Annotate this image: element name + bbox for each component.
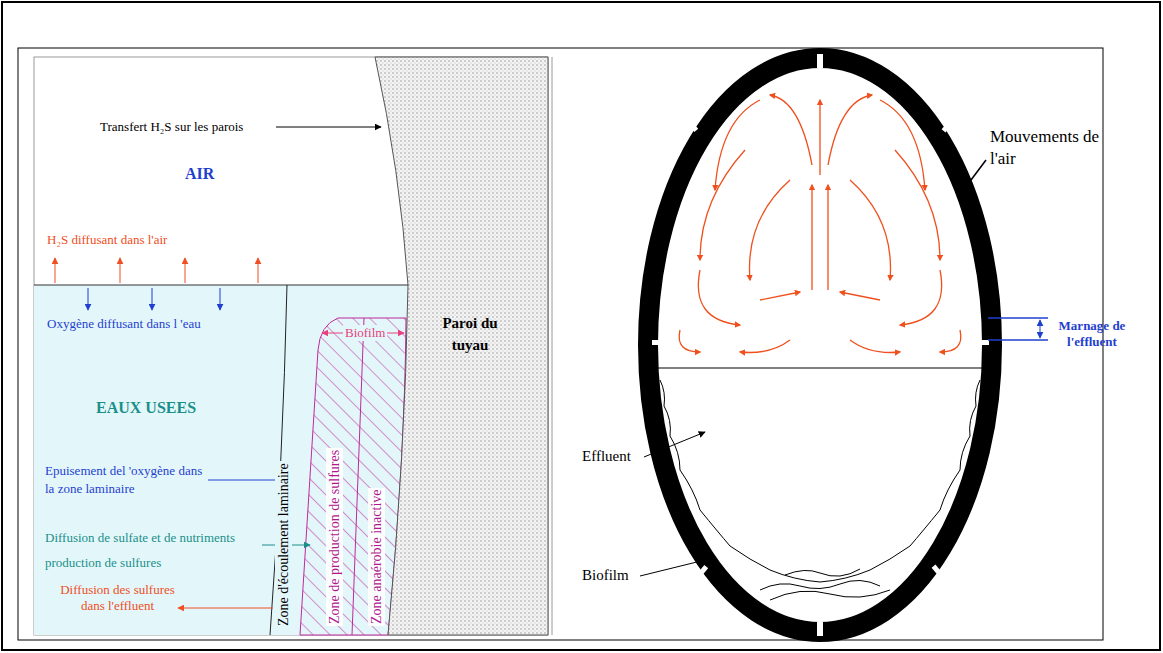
air-zone-label: AIR xyxy=(185,164,214,183)
wastewater-zone-label: EAUX USEES xyxy=(96,398,196,417)
h2s-diffusion-label: H₂S diffusant dans l'air xyxy=(45,232,169,248)
oxygen-depletion-label: Epuisement del 'oxygène dans la zone lam… xyxy=(45,462,205,498)
sulfide-diffusion-label: Diffusion des sulfures dans l'effluent xyxy=(50,582,185,614)
biofilm-label: Biofilm xyxy=(582,566,629,584)
biofilm-label: Biofilm xyxy=(343,325,387,341)
sulfate-diffusion-label: Diffusion de sulfate et de nutriments pr… xyxy=(45,525,250,575)
production-zone-label: Zone de production de sulfures xyxy=(326,448,343,626)
anaerobic-zone-label: Zone anaérobie inactive xyxy=(368,488,385,626)
laminar-zone-label: Zone d'écoulement laminaire xyxy=(275,461,292,628)
air-movement-label: Mouvements de l'air xyxy=(990,126,1102,170)
pipe-wall-label: Paroi du tuyau xyxy=(442,312,498,356)
oxygen-diffusion-label: Oxygène diffusant dans l 'eau xyxy=(45,316,203,332)
effluent-label: Effluent xyxy=(582,447,631,465)
wall-transfer-label: Transfert H₂S sur les parois xyxy=(100,119,243,135)
tidal-range-label: Marnage de l'effluent xyxy=(1056,318,1128,350)
